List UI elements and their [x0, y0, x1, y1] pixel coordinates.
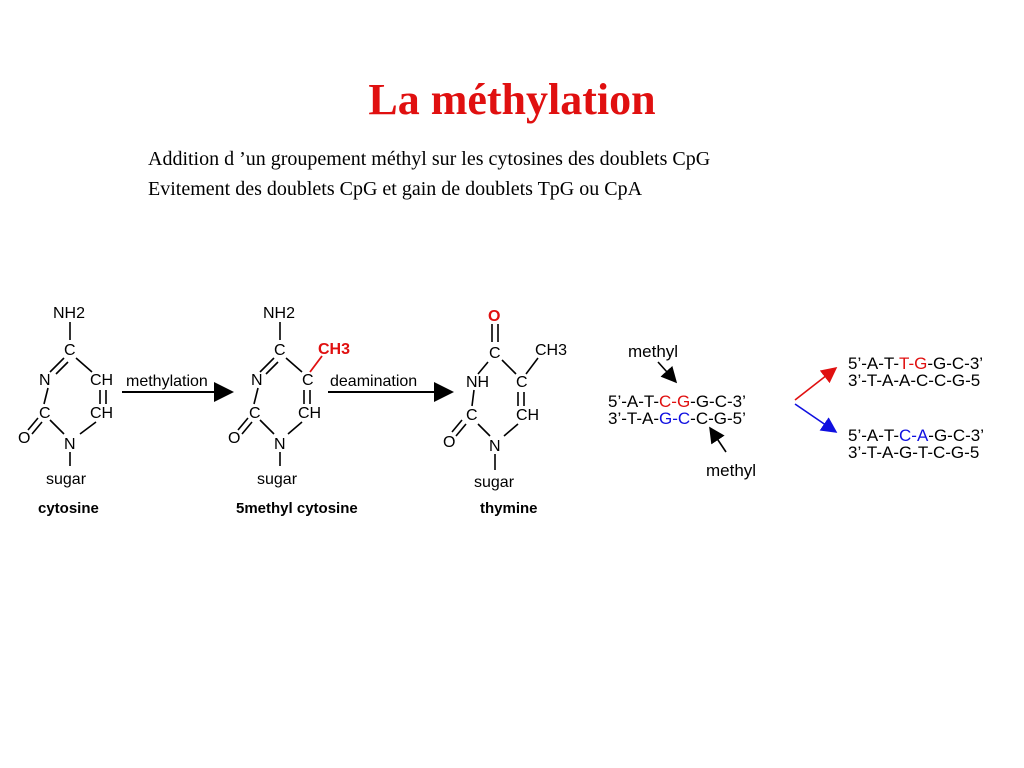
- thymine-o4: O: [488, 308, 500, 325]
- lower-bottom-strand: 3’-T-A-G-T-C-G-5: [848, 443, 979, 462]
- subtitle-line-2: Evitement des doublets CpG et gain de do…: [148, 178, 643, 200]
- lower-branch-arrow: [794, 403, 838, 433]
- upper-top-strand: 5’-A-T-T-G-G-C-3’: [848, 354, 983, 373]
- methylcytosine-o: O: [228, 430, 240, 447]
- thymine-sugar: sugar: [474, 474, 515, 491]
- cytosine-n1: N: [64, 436, 76, 453]
- methylcytosine-molecule: [237, 322, 311, 466]
- cytosine-o: O: [18, 430, 30, 447]
- thymine-c5: C: [516, 374, 528, 391]
- cytosine-molecule: [27, 322, 107, 466]
- lower-top-strand: 5’-A-T-C-A-G-C-3’: [848, 426, 984, 445]
- cytosine-nh2: NH2: [53, 305, 85, 322]
- methylcytosine-n1: N: [274, 436, 286, 453]
- methyl-arrow-top: [657, 361, 678, 384]
- cytosine-sugar: sugar: [46, 471, 87, 488]
- methylcytosine-c4: C: [274, 342, 286, 359]
- upper-branch-arrow: [794, 367, 838, 401]
- methyl-arrow-bottom: [709, 426, 727, 453]
- methyl-label-top: methyl: [628, 342, 678, 361]
- thymine-molecule: [451, 324, 539, 470]
- center-top-strand: 5’-A-T-C-G-G-C-3’: [608, 392, 746, 411]
- thymine-c2: C: [466, 407, 478, 424]
- methylcytosine-ch6: CH: [298, 405, 321, 422]
- thymine-ch3: CH3: [535, 342, 567, 359]
- cytosine-caption: cytosine: [38, 500, 99, 517]
- methylcytosine-nh2: NH2: [263, 305, 295, 322]
- center-bottom-strand: 3’-T-A-G-C-C-G-5’: [608, 409, 746, 428]
- methylcytosine-n3: N: [251, 372, 263, 389]
- upper-bottom-strand: 3’-T-A-A-C-C-G-5: [848, 371, 980, 390]
- cytosine-n3: N: [39, 372, 51, 389]
- methylcytosine-sugar: sugar: [257, 471, 298, 488]
- thymine-c4: C: [489, 345, 501, 362]
- thymine-n1: N: [489, 438, 501, 455]
- methyl-label-bottom: methyl: [706, 461, 756, 480]
- thymine-nh: NH: [466, 374, 489, 391]
- thymine-ch6: CH: [516, 407, 539, 424]
- methylation-label: methylation: [126, 373, 208, 390]
- methylcytosine-c5: C: [302, 372, 314, 389]
- methylcytosine-c2: C: [249, 405, 261, 422]
- deamination-label: deamination: [330, 373, 417, 390]
- page-title: La méthylation: [368, 75, 656, 124]
- thymine-o2: O: [443, 434, 455, 451]
- methylcytosine-caption: 5methyl cytosine: [236, 500, 358, 517]
- methylcytosine-ch3: CH3: [318, 341, 350, 358]
- cytosine-c4: C: [64, 342, 76, 359]
- cytosine-ch5: CH: [90, 372, 113, 389]
- methyl-bond: [309, 355, 323, 373]
- cytosine-c2: C: [39, 405, 51, 422]
- cytosine-ch6: CH: [90, 405, 113, 422]
- thymine-caption: thymine: [480, 500, 538, 517]
- subtitle-line-1: Addition d ’un groupement méthyl sur les…: [148, 148, 711, 170]
